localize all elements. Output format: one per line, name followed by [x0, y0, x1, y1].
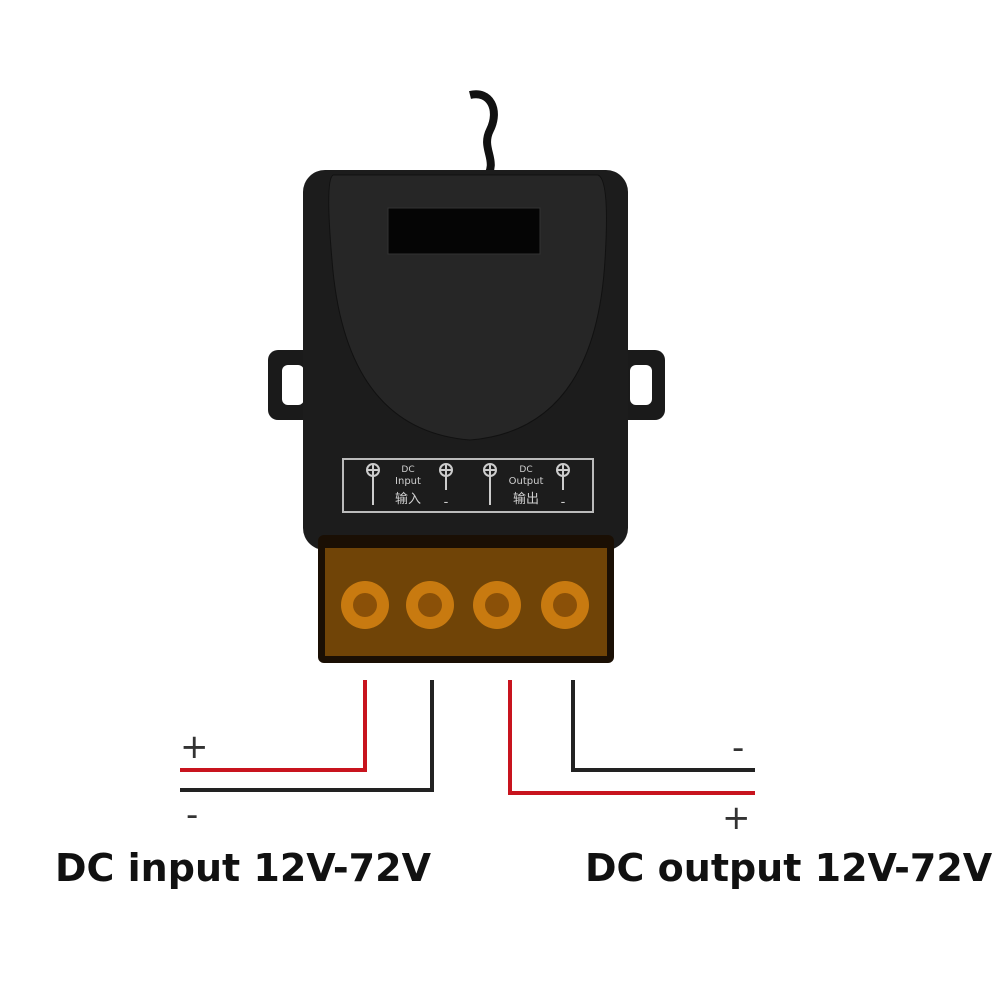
label-input: Input — [395, 476, 421, 487]
label-input-dc: DC — [401, 465, 414, 475]
terminal-symbols — [366, 463, 570, 505]
output-minus-sign: - — [732, 728, 745, 768]
indicator-window — [387, 207, 541, 255]
label-input-cn: 输入 — [395, 491, 421, 507]
antenna-wire — [469, 90, 498, 183]
label-output: Output — [509, 476, 544, 487]
input-positive-wire — [180, 680, 367, 772]
label-output-cn: 输出 — [513, 491, 539, 507]
label-minus-2: - — [561, 495, 566, 510]
label-panel — [342, 458, 594, 513]
input-minus-sign: - — [186, 795, 199, 835]
input-plus-sign: + — [180, 727, 209, 767]
output-positive-wire — [508, 680, 755, 795]
output-negative-wire — [571, 680, 755, 772]
input-negative-wire — [180, 680, 434, 792]
label-minus-1: - — [444, 495, 449, 510]
output-caption: DC output 12V-72V — [585, 846, 993, 890]
input-caption: DC input 12V-72V — [55, 846, 431, 890]
output-plus-sign: + — [722, 798, 751, 838]
terminal-screws — [341, 581, 589, 629]
label-output-dc: DC — [519, 465, 532, 475]
